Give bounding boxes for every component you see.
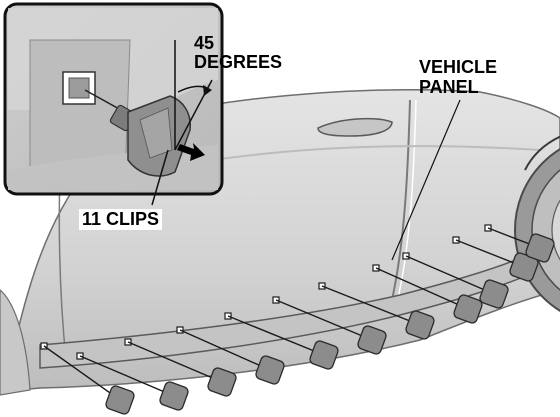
clip-set xyxy=(40,224,555,415)
clips-label: 11 CLIPS xyxy=(79,209,163,230)
clip-guide-line xyxy=(275,299,373,341)
panel-hole xyxy=(62,71,96,105)
clip-icon xyxy=(105,385,135,415)
clip-callout xyxy=(402,252,509,309)
clip-callout xyxy=(176,326,285,385)
clip-callout xyxy=(484,224,555,263)
push-arrow-icon xyxy=(177,143,205,161)
clip-guide-line xyxy=(179,329,271,371)
clip-callout xyxy=(224,312,339,370)
clip-callout xyxy=(318,282,435,340)
angle-label-unit: DEGREES xyxy=(194,52,283,72)
clip-guide-line xyxy=(321,285,421,326)
clip-callout xyxy=(124,338,237,397)
clip-icon xyxy=(479,279,509,309)
clip-icon xyxy=(453,294,483,324)
clip-guide-line xyxy=(405,255,495,295)
clip-icon xyxy=(525,233,555,263)
clip-guide-line xyxy=(375,267,469,310)
clip-icon xyxy=(207,367,237,397)
clip-callout xyxy=(40,342,135,415)
clip-callout xyxy=(76,352,189,411)
clip-callout xyxy=(372,264,483,324)
clip-guide-line xyxy=(127,341,223,383)
clip-icon xyxy=(357,325,387,355)
clip-guide-line xyxy=(79,355,175,397)
clip-callout xyxy=(272,296,387,355)
vehicle-panel-label-line1: VEHICLE xyxy=(419,57,498,77)
clip-icon xyxy=(405,310,435,340)
angle-label-number: 45 xyxy=(194,33,215,53)
vehicle-panel-label-line2: PANEL xyxy=(419,77,479,97)
clip-callout xyxy=(452,236,539,282)
clip-guide-line xyxy=(227,315,325,356)
clip-icon xyxy=(309,340,339,370)
clip-hole xyxy=(124,338,132,346)
clip-icon xyxy=(159,381,189,411)
clip-icon xyxy=(255,355,285,385)
detail-inset xyxy=(3,2,224,206)
clip-guide-line xyxy=(43,345,121,401)
panel-leader-line xyxy=(391,99,461,261)
